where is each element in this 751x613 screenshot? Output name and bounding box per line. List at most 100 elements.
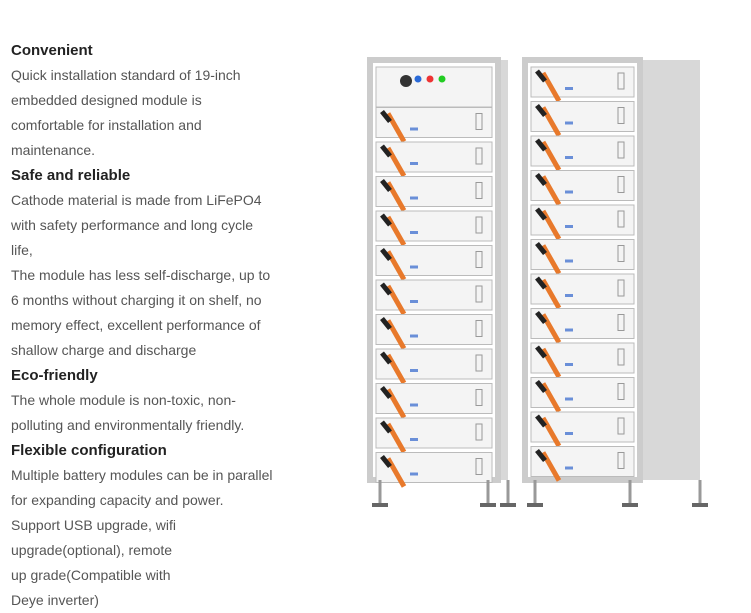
rack-side [498,60,508,480]
section-text-line: for expanding capacity and power. [11,492,224,508]
logo-mark [410,196,418,200]
rack-foot [692,503,708,507]
power-cable [380,385,392,400]
section-text-line: maintenance. [11,142,96,158]
logo-mark [565,466,573,470]
module-handle [475,285,483,303]
rack-frame [522,57,643,483]
section-text-line: The whole module is non-toxic, non- [11,392,236,408]
module-handle [617,348,625,366]
module-handle [475,320,483,337]
power-cable [540,209,562,241]
rack-side [640,60,700,480]
section-text-line: polluting and environmentally friendly. [11,417,245,433]
power-cable [540,106,562,137]
power-cable [535,276,547,290]
module-handle [475,423,483,441]
logo-mark [410,265,418,269]
power-cable [385,319,407,350]
module-handle [617,279,625,297]
module-handle [617,176,625,193]
power-cable [540,451,562,482]
power-cable [385,457,407,488]
power-cable [380,213,392,227]
power-cable [385,112,407,143]
logo-mark [565,259,573,263]
section-heading: Convenient [11,42,93,59]
indicator-light [438,75,446,83]
power-cable [535,310,547,325]
power-cable [540,313,562,344]
power-cable [535,138,547,152]
power-cable [380,282,392,296]
section-text-line: Cathode material is made from LiFePO4 [11,192,262,208]
battery-module [530,411,635,443]
logo-mark [565,294,573,297]
power-cable [540,140,562,172]
logo-mark [565,87,573,90]
section-text-line: Quick installation standard of 19-inch [11,67,241,83]
rack-foot [622,503,638,507]
power-cable [535,207,547,221]
section-heading: Eco-friendly [11,367,98,384]
section-text-line: memory effect, excellent performance of [11,317,261,333]
module-handle [475,389,483,406]
section-heading: Safe and reliable [11,167,131,184]
logo-mark [565,225,573,228]
module-handle [475,147,483,165]
power-cable [380,247,392,262]
logo-mark [565,432,573,435]
power-cable [380,351,392,365]
power-cable [540,244,562,275]
module-handle [475,113,483,130]
logo-mark [565,363,573,366]
power-cable [540,71,562,103]
power-cable [535,345,547,359]
power-cable [540,175,562,206]
section-text-line: comfortable for installation and [11,117,202,133]
power-switch [400,75,412,87]
power-cable [540,347,562,379]
power-cable [385,353,407,385]
power-cable [535,69,547,83]
logo-mark [565,397,573,401]
logo-mark [410,403,418,407]
rack-foot [500,503,516,507]
logo-mark [565,328,573,332]
power-cable [540,278,562,310]
power-cable [380,109,392,124]
power-cable [380,178,392,193]
power-cable [535,379,547,394]
module-handle [617,314,625,331]
module-handle [475,458,483,475]
battery-rack-image [367,57,708,507]
indicator-light [414,75,422,83]
section-text-line: upgrade(optional), remote [11,542,173,558]
module-handle [617,141,625,159]
power-cable [385,250,407,281]
section-text-line: embedded designed module is [11,92,202,108]
power-cable [535,103,547,118]
power-cable [540,416,562,448]
module-handle [475,216,483,234]
module-handle [617,210,625,228]
power-cable [385,215,407,247]
power-cable [535,241,547,256]
section-text-line: life, [11,242,33,258]
rack-foot [372,503,388,507]
section-text-line: 6 months without charging it on shelf, n… [11,292,262,308]
section-text-line: Support USB upgrade, wifi [11,517,176,533]
logo-mark [410,231,418,234]
module-handle [617,72,625,90]
rack-foot [527,503,543,507]
logo-mark [565,121,573,125]
power-cable [385,181,407,212]
power-cable [535,414,547,428]
module-handle [617,245,625,262]
module-handle [475,182,483,199]
logo-mark [410,369,418,372]
section-text-line: The module has less self-discharge, up t… [11,267,271,283]
section-text-line: Multiple battery modules can be in paral… [11,467,273,483]
logo-mark [410,334,418,338]
logo-mark [565,190,573,194]
